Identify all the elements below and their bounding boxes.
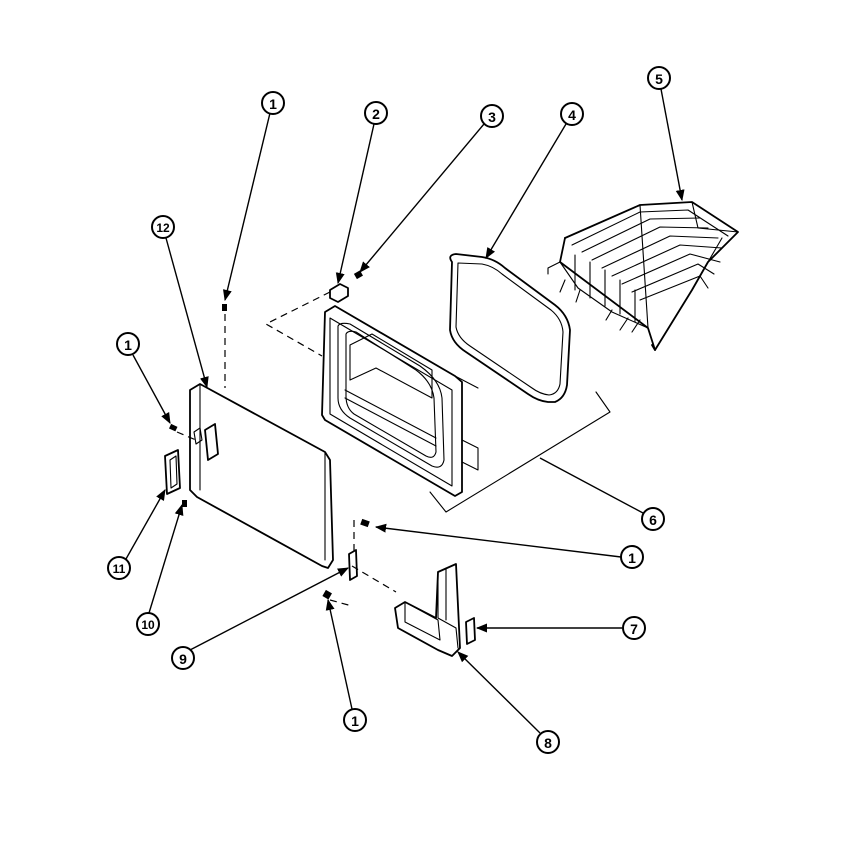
svg-text:6: 6 xyxy=(649,512,657,528)
latch-part xyxy=(329,283,349,303)
svg-text:9: 9 xyxy=(179,651,187,667)
callout-8: 8 xyxy=(536,730,560,754)
svg-text:1: 1 xyxy=(628,550,636,566)
hinge-bracket-part xyxy=(394,563,461,657)
svg-text:4: 4 xyxy=(568,107,576,123)
callout-5: 5 xyxy=(647,66,671,90)
callout-labels: 1 2 3 4 5 12 1 6 1 11 10 9 7 1 8 xyxy=(107,66,671,754)
callout-1-bottom: 1 xyxy=(343,708,367,732)
callout-7: 7 xyxy=(622,616,646,640)
callout-2: 2 xyxy=(364,101,388,125)
svg-text:12: 12 xyxy=(156,221,170,235)
callout-11: 11 xyxy=(107,556,131,580)
callout-1-left: 1 xyxy=(116,332,140,356)
svg-text:1: 1 xyxy=(124,337,132,353)
callout-4: 4 xyxy=(560,102,584,126)
fasteners xyxy=(169,270,370,600)
svg-text:11: 11 xyxy=(113,562,126,576)
door-handle-part xyxy=(164,449,181,495)
drying-rack-part xyxy=(547,201,739,351)
callout-9: 9 xyxy=(171,646,195,670)
gasket-part xyxy=(449,253,571,403)
assembly-dashed-lines xyxy=(176,291,397,607)
group-bracket-line xyxy=(429,391,611,513)
svg-text:1: 1 xyxy=(269,96,277,112)
svg-text:2: 2 xyxy=(372,106,380,122)
svg-text:1: 1 xyxy=(351,713,359,729)
door-panel-part xyxy=(189,383,334,569)
callout-1-right: 1 xyxy=(620,545,644,569)
callout-3: 3 xyxy=(480,104,504,128)
hinge-block-part xyxy=(348,549,358,581)
svg-text:3: 3 xyxy=(488,109,496,125)
svg-text:7: 7 xyxy=(630,621,638,637)
callout-12: 12 xyxy=(151,215,175,239)
svg-text:10: 10 xyxy=(141,618,155,632)
callout-6: 6 xyxy=(641,507,665,531)
callout-1-top: 1 xyxy=(261,91,285,115)
svg-text:8: 8 xyxy=(544,735,552,751)
leader-lines xyxy=(125,88,685,734)
hinge-plate-part xyxy=(465,617,476,645)
svg-text:5: 5 xyxy=(655,71,663,87)
door-inner-frame-part xyxy=(321,305,479,497)
callout-10: 10 xyxy=(136,612,160,636)
